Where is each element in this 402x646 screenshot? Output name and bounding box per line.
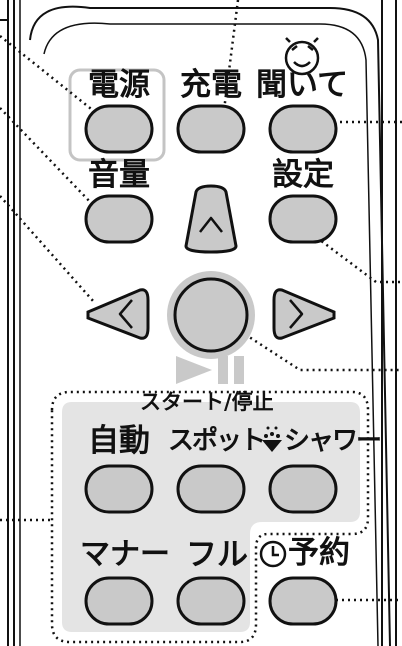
smiley-icon: [284, 37, 320, 76]
left-arrow-icon: [118, 299, 133, 329]
spot-label: スポット: [168, 426, 266, 456]
power-button[interactable]: [84, 104, 154, 154]
full-button[interactable]: [176, 576, 246, 626]
volume-button[interactable]: [84, 194, 154, 244]
manner-label: マナー: [80, 537, 170, 572]
auto-button[interactable]: [84, 464, 154, 514]
shower-button[interactable]: [268, 464, 338, 514]
start-stop-label: スタート/停止: [140, 390, 274, 414]
mode-panel: [62, 402, 360, 632]
charge-button[interactable]: [176, 104, 246, 154]
power-highlight: [68, 68, 166, 162]
listen-button[interactable]: [268, 104, 338, 154]
power-label: 電源: [88, 67, 150, 103]
play-pause-icon: [176, 356, 244, 384]
listen-label: 聞いて: [256, 67, 349, 103]
reserve-button[interactable]: [268, 576, 338, 626]
settings-label: 設定: [272, 157, 334, 193]
volume-label: 音量: [88, 157, 150, 193]
direction-arrow-icons: [118, 216, 304, 329]
left-button[interactable]: [86, 288, 150, 340]
right-button[interactable]: [272, 288, 336, 340]
right-arrow-icon: [289, 299, 304, 329]
start-stop-button[interactable]: [173, 277, 249, 353]
shower-icon: [262, 426, 282, 452]
spot-button[interactable]: [176, 464, 246, 514]
oval-buttons: [84, 104, 338, 626]
shower-label: シャワー: [284, 426, 382, 456]
charge-label: 充電: [180, 67, 242, 103]
clock-icon: [259, 540, 287, 568]
direction-pad: [86, 184, 336, 359]
settings-button[interactable]: [268, 194, 338, 244]
manner-button[interactable]: [84, 576, 154, 626]
up-arrow-icon: [199, 216, 223, 233]
full-label: フル: [186, 537, 248, 573]
reserve-label: 予約: [288, 535, 350, 571]
auto-label: 自動: [88, 423, 150, 459]
